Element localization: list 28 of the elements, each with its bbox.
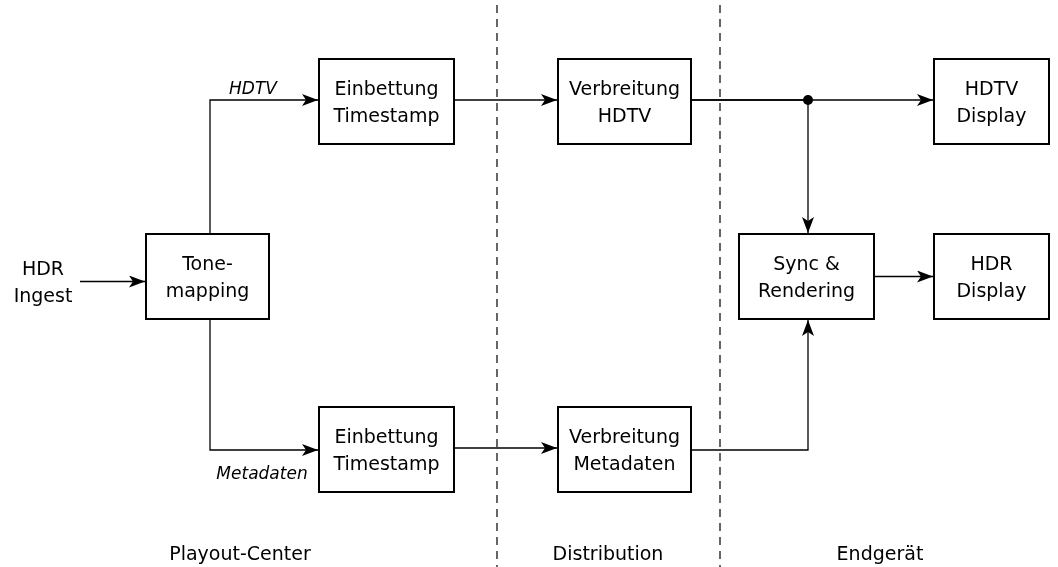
box-label: HDR Display [955, 250, 1028, 303]
process-box [933, 58, 1050, 145]
input-label: HDR Ingest [10, 250, 76, 314]
process-box [933, 233, 1050, 320]
arrow [209, 319, 319, 456]
process-box [557, 406, 692, 493]
box-label: HDTV Display [955, 75, 1028, 128]
arrow [874, 270, 934, 283]
section-label: Endgerät [836, 542, 924, 564]
arrow [79, 275, 146, 288]
arrow [454, 442, 558, 454]
box-label: Tone-mapping [164, 250, 251, 303]
arrow [691, 99, 814, 234]
arrow [454, 94, 558, 106]
arrow [209, 94, 319, 234]
process-box [738, 233, 875, 320]
box-label: Einbettung Timestamp [332, 75, 441, 128]
box-label: Verbreitung Metadaten [567, 423, 681, 476]
arrow [691, 319, 814, 451]
process-box [557, 58, 692, 145]
box-label: Sync & Rendering [757, 250, 856, 303]
process-box [318, 58, 455, 145]
box-label: Verbreitung HDTV [567, 75, 681, 128]
box-label: Einbettung Timestamp [332, 423, 441, 476]
section-label: Distribution [552, 542, 664, 564]
process-box [145, 233, 270, 320]
process-box [318, 406, 455, 493]
section-label: Playout-Center [169, 542, 311, 564]
